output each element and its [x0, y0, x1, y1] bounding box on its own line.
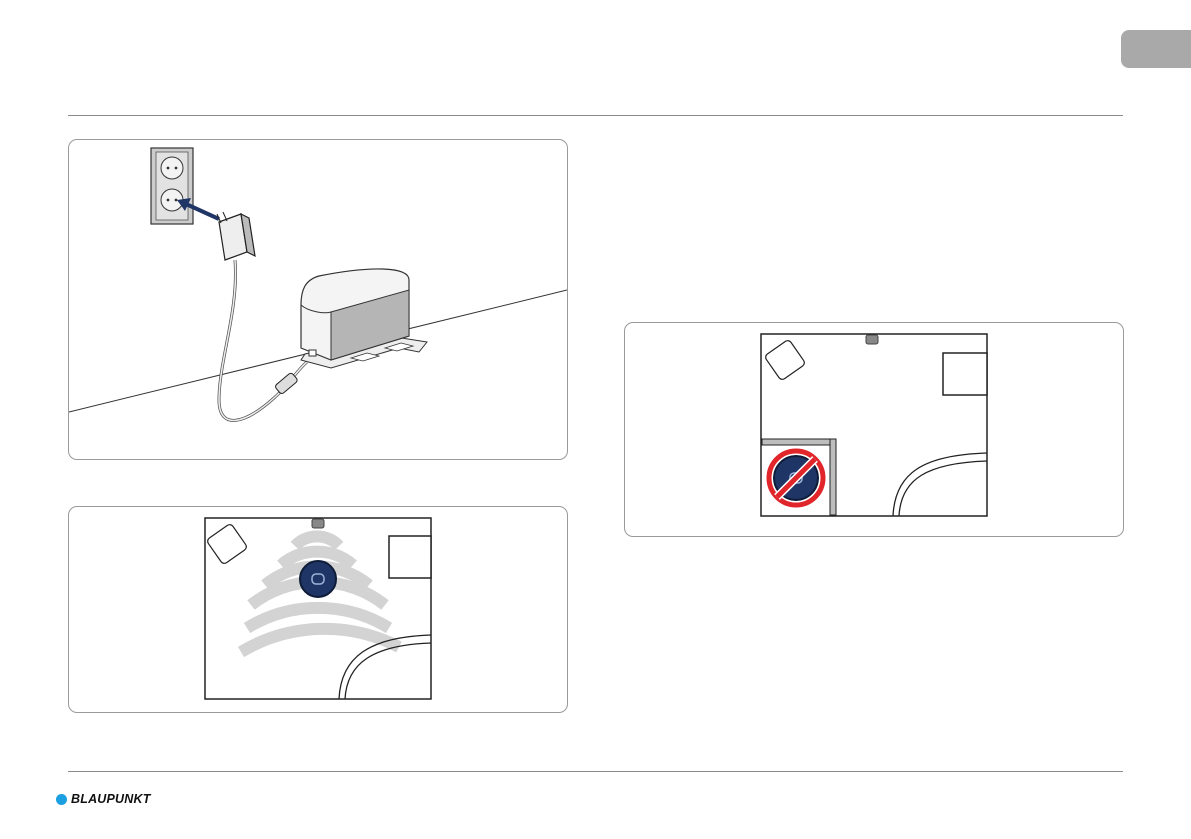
figure-charger-setup	[68, 139, 568, 460]
header-divider	[68, 115, 1123, 116]
cabinet-icon	[943, 353, 987, 395]
cabinet-icon	[389, 536, 431, 578]
robot-vacuum-icon	[300, 561, 336, 597]
prohibited-robot-icon	[769, 451, 823, 505]
room-signal-illustration	[69, 507, 567, 712]
charger-setup-illustration	[69, 140, 567, 459]
prohibited-corner-illustration	[625, 323, 1123, 536]
footer-divider	[68, 771, 1123, 772]
dock-sensor-icon	[866, 335, 878, 344]
brand-dot-icon	[56, 794, 67, 805]
brand-logo: BLAUPUNKT	[56, 791, 151, 807]
ferrite-core	[274, 372, 298, 395]
figure-robot-signal-range	[68, 506, 568, 713]
brand-name: BLAUPUNKT	[71, 792, 151, 806]
power-cable	[219, 260, 307, 420]
figure-prohibited-placement	[624, 322, 1124, 537]
charging-dock-icon	[301, 269, 427, 368]
power-adapter-icon	[217, 212, 255, 260]
language-tab[interactable]	[1121, 30, 1191, 68]
wall-outlet-icon	[151, 148, 193, 224]
dock-sensor-icon	[312, 519, 324, 528]
